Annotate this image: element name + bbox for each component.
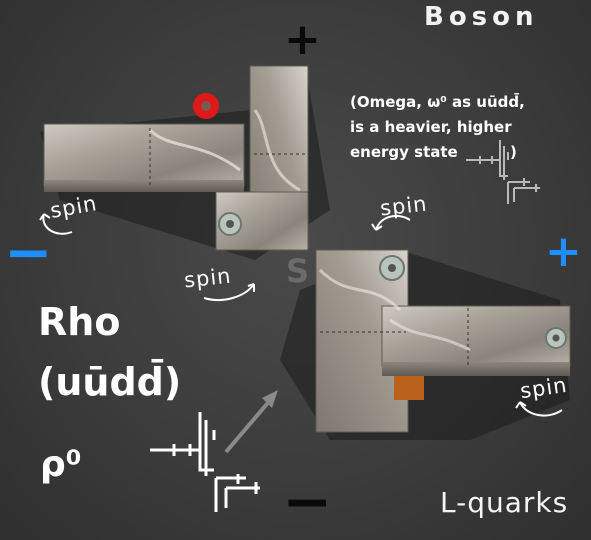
upper-l-block: [43, 65, 309, 251]
spin-label-3: spin: [378, 191, 429, 221]
plus-sign-right: +: [545, 226, 582, 277]
lower-block-bar-side: [382, 362, 570, 376]
center-s-label: S: [286, 252, 310, 290]
feynman-glyph-white: [150, 412, 260, 512]
copper-patch: [394, 376, 424, 400]
lower-l-block: [315, 249, 571, 433]
particle-symbol: ρ⁰: [40, 444, 82, 485]
spin-label-2: spin: [182, 263, 233, 293]
upper-block-bar-side: [44, 180, 244, 192]
particle-name: Rho: [38, 300, 121, 344]
title-boson: Boson: [424, 2, 539, 32]
plus-sign-top: +: [284, 14, 321, 65]
feynman-glyph-grey: [466, 140, 540, 204]
spin-arrow-3: [375, 214, 411, 231]
spin-arrow-1: [42, 213, 73, 235]
omega-note: (Omega, ω⁰ as uūdd̄, is a heavier, highe…: [350, 93, 525, 161]
minus-sign-left: −: [4, 218, 53, 286]
minus-sign-bottom: −: [282, 467, 333, 537]
upper-block-foot: [215, 191, 309, 251]
spin-arrow-4: [519, 401, 563, 417]
lower-block-bar: [381, 305, 571, 367]
pointer-arrow: [224, 390, 278, 454]
spin-arrows: [39, 213, 563, 417]
spin-arrow-2: [203, 283, 255, 302]
particle-formula: (uūdd̄): [38, 360, 182, 404]
caption-l-quarks: L-quarks: [440, 486, 569, 519]
